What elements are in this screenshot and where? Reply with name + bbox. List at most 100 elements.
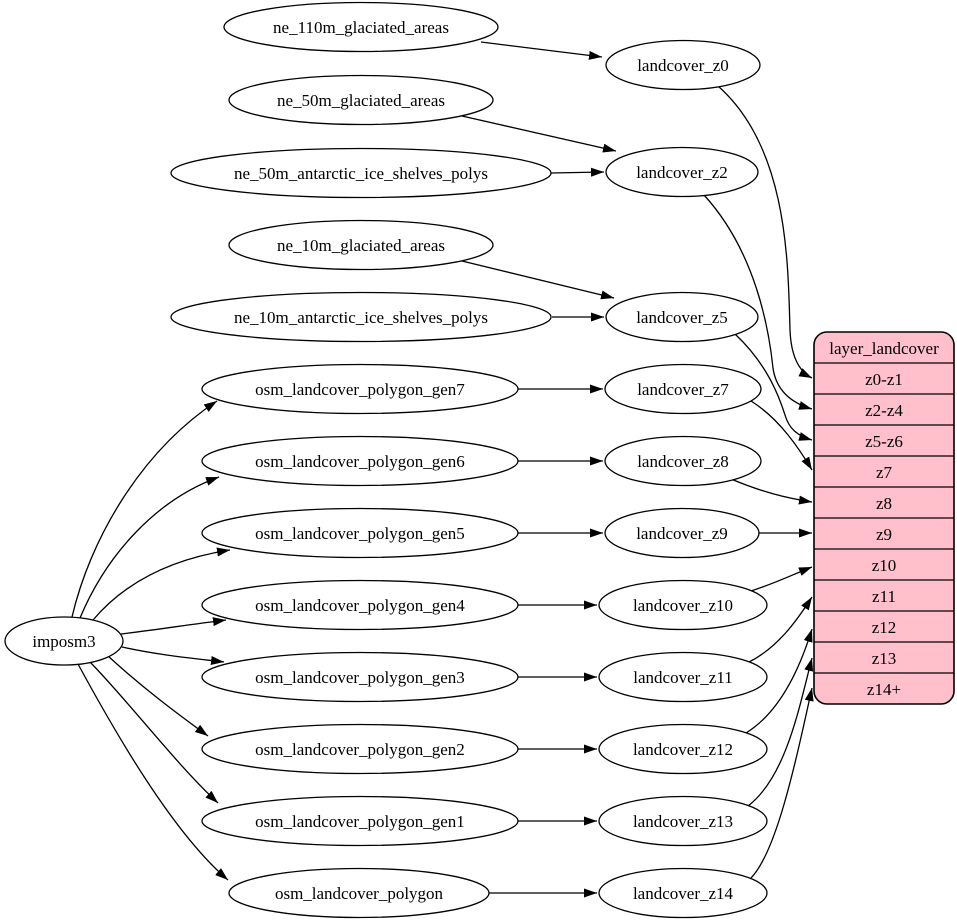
node-landcover-z5-label: landcover_z5 [636,308,728,327]
table-row-z9: z9 [876,525,892,544]
node-ne-10m-antarctic-ice-shelves-polys-label: ne_10m_antarctic_ice_shelves_polys [234,308,488,327]
node-ne-10m-glaciated-areas-label: ne_10m_glaciated_areas [277,236,445,255]
edges-layer [71,41,814,898]
table-layer-landcover: layer_landcover z0-z1 z2-z4 z5-z6 z7 z8 … [813,331,955,705]
node-osm-landcover-polygon-gen1: osm_landcover_polygon_gen1 [201,795,519,847]
node-osm-landcover-polygon-gen3-label: osm_landcover_polygon_gen3 [255,668,465,687]
edge-landcover-z12-to-row-z12 [745,628,813,734]
node-osm-landcover-polygon-gen4: osm_landcover_polygon_gen4 [201,579,519,631]
node-osm-landcover-polygon-gen6: osm_landcover_polygon_gen6 [201,435,519,487]
edge-ne-10m-glaciated-areas-to-landcover-z5 [461,260,615,300]
node-landcover-z7: landcover_z7 [604,363,762,415]
node-imposm3-shape [4,616,124,666]
node-osm-landcover-polygon-gen2-label: osm_landcover_polygon_gen2 [255,740,465,759]
node-landcover-z8-label: landcover_z8 [637,452,729,471]
node-osm-landcover-polygon-gen5: osm_landcover_polygon_gen5 [201,507,519,559]
edge-landcover-z13-to-row-z13 [747,657,814,807]
edge-imposm3-to-osm-landcover-polygon-gen1 [89,661,219,804]
node-ne-10m-glaciated-areas-shape [228,219,494,271]
node-osm-landcover-polygon-gen5-shape [201,507,519,559]
node-ne-50m-antarctic-ice-shelves-polys-shape [170,147,552,199]
table-row-z0-z1: z0-z1 [865,370,903,389]
edge-imposm3-to-osm-landcover-polygon-gen6 [79,476,220,619]
node-ne-50m-antarctic-ice-shelves-polys: ne_50m_antarctic_ice_shelves_polys [170,147,552,199]
edge-landcover-z5-to-row-z5-z6 [734,333,813,441]
table-row-z8: z8 [876,494,892,513]
node-osm-landcover-polygon-gen3-shape [201,651,519,703]
node-landcover-z10: landcover_z10 [598,579,768,631]
node-osm-landcover-polygon-gen7-shape [201,363,519,415]
node-osm-landcover-polygon-gen7-label: osm_landcover_polygon_gen7 [255,380,465,399]
table-row-z14: z14+ [867,680,901,699]
node-osm-landcover-polygon-gen4-shape [201,579,519,631]
node-landcover-z7-label: landcover_z7 [637,380,729,399]
node-landcover-z5: landcover_z5 [605,291,759,343]
nodes-layer: imposm3 ne_110m_glaciated_areas ne_50m_g… [4,1,768,919]
node-landcover-z11-label: landcover_z11 [633,668,732,687]
edge-landcover-z7-to-row-z7 [750,400,813,471]
node-landcover-z13: landcover_z13 [598,795,768,847]
node-ne-50m-antarctic-ice-shelves-polys-label: ne_50m_antarctic_ice_shelves_polys [234,164,488,183]
node-osm-landcover-polygon-label: osm_landcover_polygon [275,884,444,903]
node-landcover-z10-label: landcover_z10 [633,596,733,615]
edge-ne-50m-glaciated-areas-to-landcover-z2 [461,115,617,153]
node-landcover-z2-label: landcover_z2 [636,163,728,182]
node-osm-landcover-polygon-gen1-shape [201,795,519,847]
node-ne-50m-glaciated-areas: ne_50m_glaciated_areas [228,74,494,126]
node-osm-landcover-polygon-gen4-label: osm_landcover_polygon_gen4 [255,596,465,615]
edge-landcover-z2-to-row-z2-z4 [703,194,813,410]
node-osm-landcover-polygon-gen6-label: osm_landcover_polygon_gen6 [255,452,465,471]
edge-landcover-z8-to-row-z8 [730,478,813,505]
node-landcover-z0: landcover_z0 [605,39,761,91]
node-landcover-z12-label: landcover_z12 [633,740,733,759]
table-row-z7: z7 [876,463,893,482]
node-imposm3: imposm3 [4,616,124,666]
node-osm-landcover-polygon-gen1-label: osm_landcover_polygon_gen1 [255,812,465,831]
edge-ne-110m-glaciated-areas-to-landcover-z0 [480,41,603,60]
table-row-z10: z10 [872,556,897,575]
table-row-z12: z12 [872,618,897,637]
node-osm-landcover-polygon-gen7: osm_landcover_polygon_gen7 [201,363,519,415]
node-ne-10m-antarctic-ice-shelves-polys: ne_10m_antarctic_ice_shelves_polys [170,291,552,343]
edge-imposm3-to-osm-landcover-polygon-gen2 [107,655,209,737]
edge-landcover-z10-to-row-z10 [750,566,813,592]
node-ne-110m-glaciated-areas-shape [223,1,499,53]
table-row-z5-z6: z5-z6 [865,432,903,451]
node-ne-110m-glaciated-areas: ne_110m_glaciated_areas [223,1,499,53]
edge-imposm3-to-osm-landcover-polygon-gen4 [120,617,227,635]
node-landcover-z12: landcover_z12 [598,723,768,775]
node-osm-landcover-polygon-gen2-shape [201,723,519,775]
node-landcover-z2-shape [605,146,759,198]
node-landcover-z11: landcover_z11 [598,651,768,703]
edge-imposm3-to-osm-landcover-polygon-gen3 [121,646,225,665]
node-landcover-z9-shape [604,507,760,559]
node-ne-10m-glaciated-areas: ne_10m_glaciated_areas [228,219,494,271]
node-landcover-z8-shape [604,435,762,487]
node-ne-50m-glaciated-areas-label: ne_50m_glaciated_areas [277,91,445,110]
node-osm-landcover-polygon-gen3: osm_landcover_polygon_gen3 [201,651,519,703]
node-ne-110m-glaciated-areas-label: ne_110m_glaciated_areas [273,18,449,37]
edge-imposm3-to-osm-landcover-polygon [77,663,229,881]
table-title: layer_landcover [829,339,939,358]
node-landcover-z8: landcover_z8 [604,435,762,487]
node-landcover-z14: landcover_z14 [598,867,768,919]
node-landcover-z2: landcover_z2 [605,146,759,198]
node-landcover-z12-shape [598,723,768,775]
node-landcover-z13-label: landcover_z13 [633,812,733,831]
table-row-z11: z11 [872,587,896,606]
node-landcover-z5-shape [605,291,759,343]
node-osm-landcover-polygon-shape [228,867,490,919]
node-landcover-z0-label: landcover_z0 [637,56,729,75]
node-landcover-z7-shape [604,363,762,415]
node-landcover-z14-label: landcover_z14 [633,884,734,903]
edge-imposm3-to-osm-landcover-polygon-gen7 [71,400,218,618]
table-row-z2-z4: z2-z4 [865,401,903,420]
node-osm-landcover-polygon-gen6-shape [201,435,519,487]
node-imposm3-label: imposm3 [32,632,95,651]
edge-landcover-z0-to-row-z0-z1 [717,85,813,379]
node-osm-landcover-polygon-gen5-label: osm_landcover_polygon_gen5 [255,524,465,543]
node-ne-10m-antarctic-ice-shelves-polys-shape [170,291,552,343]
edge-landcover-z11-to-row-z11 [748,596,813,663]
